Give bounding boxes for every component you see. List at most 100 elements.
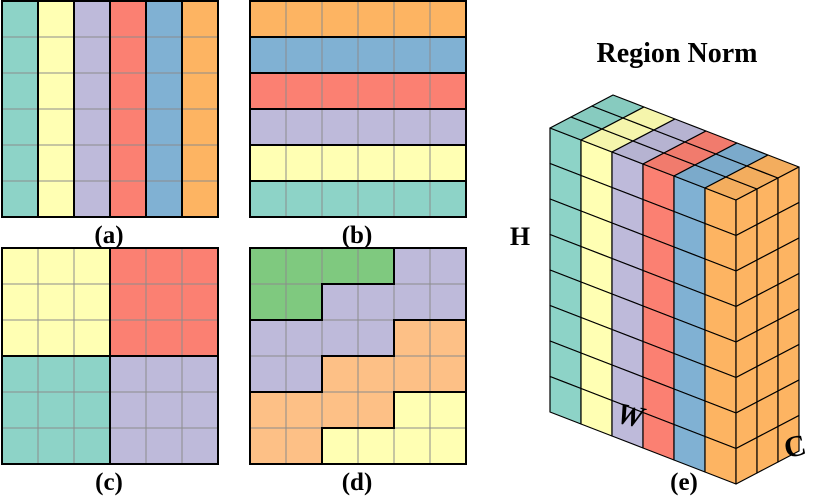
panel-d-cell [357,319,395,357]
panel-b-cell [429,0,467,38]
panel-c-cell [109,319,147,357]
label-d: (d) [342,469,373,496]
panel-d-cell [429,427,467,465]
panel-a-cell [145,36,183,74]
panel-b-cell [321,108,359,146]
cube-front-cell [777,414,800,463]
axis-label-c: C [781,428,809,465]
panel-b-cell [285,0,323,38]
panel-c-cell [145,247,183,285]
panel-a-cell [181,180,219,218]
panel-c-cell [145,355,183,393]
panel-c-cell [181,427,219,465]
panel-d-cell [249,319,287,357]
panel-c-cell [181,283,219,321]
panel-d-cell [285,283,323,321]
panel-c [1,247,219,465]
panel-d-cell [357,427,395,465]
panel-a-cell [181,144,219,182]
panel-c-cell [181,391,219,429]
panel-c-cell [109,283,147,321]
panel-a-cell [181,108,219,146]
panel-d-cell [321,355,359,393]
panel-a-cell [73,72,111,110]
label-b: (b) [342,222,373,249]
panel-d-cell [429,283,467,321]
label-c: (c) [95,469,123,496]
panel-d-cell [393,319,431,357]
panel-c-cell [1,283,39,321]
panel-b-cell [429,144,467,182]
panel-b-cell [429,36,467,74]
panel-a-cell [1,0,39,38]
panel-b-cell [357,144,395,182]
panel-d-cell [321,319,359,357]
panel-d-cell [249,427,287,465]
panel-c-cell [109,391,147,429]
panel-c-cell [37,283,75,321]
panel-b-cell [249,72,287,110]
panel-b [249,0,467,218]
panel-c-cell [145,283,183,321]
panel-d-cell [249,391,287,429]
panel-b-cell [321,0,359,38]
panel-d-cell [285,427,323,465]
panel-a-cell [73,0,111,38]
panel-c-cell [73,427,111,465]
panel-b-cell [357,108,395,146]
panel-d-cell [429,391,467,429]
panel-d-cell [357,283,395,321]
panel-d-cell [357,355,395,393]
panel-d-cell [285,247,323,285]
panel-a-cell [1,36,39,74]
panel-b-cell [429,72,467,110]
panel-b-cell [393,108,431,146]
panel-d-cell [393,283,431,321]
panel-c-cell [181,247,219,285]
panel-b-cell [285,72,323,110]
panel-a-cell [37,72,75,110]
panel-b-border [249,0,467,218]
panel-d [249,247,467,465]
panel-d-cell [429,319,467,357]
panel-a-cell [73,180,111,218]
panel-c-cell [109,355,147,393]
panel-c-cell [37,247,75,285]
panel-c-cell [1,391,39,429]
axis-label-h: H [510,222,530,251]
panel-b-cell [285,180,323,218]
panel-b-cell [393,0,431,38]
panel-a-cell [73,36,111,74]
panel-a-cell [181,0,219,38]
panel-a-cell [1,180,39,218]
panel-d-cell [357,247,395,285]
panel-c-cell [73,283,111,321]
panel-c-cell [145,427,183,465]
label-a: (a) [94,222,123,249]
panel-b-cell [357,180,395,218]
panel-b-cell [285,36,323,74]
panel-d-cell [429,355,467,393]
panel-c-cell [37,355,75,393]
region-norm-cube [549,94,800,485]
panel-a-cell [145,72,183,110]
panel-c-border [1,247,219,465]
panel-a-cell [1,144,39,182]
panel-c-cell [1,247,39,285]
label-e: (e) [670,469,698,496]
panel-a-cell [109,144,147,182]
panel-d-cell [393,391,431,429]
panel-d-cell [321,427,359,465]
panel-c-cell [145,319,183,357]
panel-c-cell [73,319,111,357]
panel-a-cell [37,180,75,218]
panel-a-cell [37,108,75,146]
panels-layer [1,0,467,465]
panel-d-cell [285,391,323,429]
panel-d-cell [393,355,431,393]
panel-b-cell [429,108,467,146]
panel-b-cell [249,180,287,218]
panel-d-cell [249,283,287,321]
panel-a-cell [145,0,183,38]
